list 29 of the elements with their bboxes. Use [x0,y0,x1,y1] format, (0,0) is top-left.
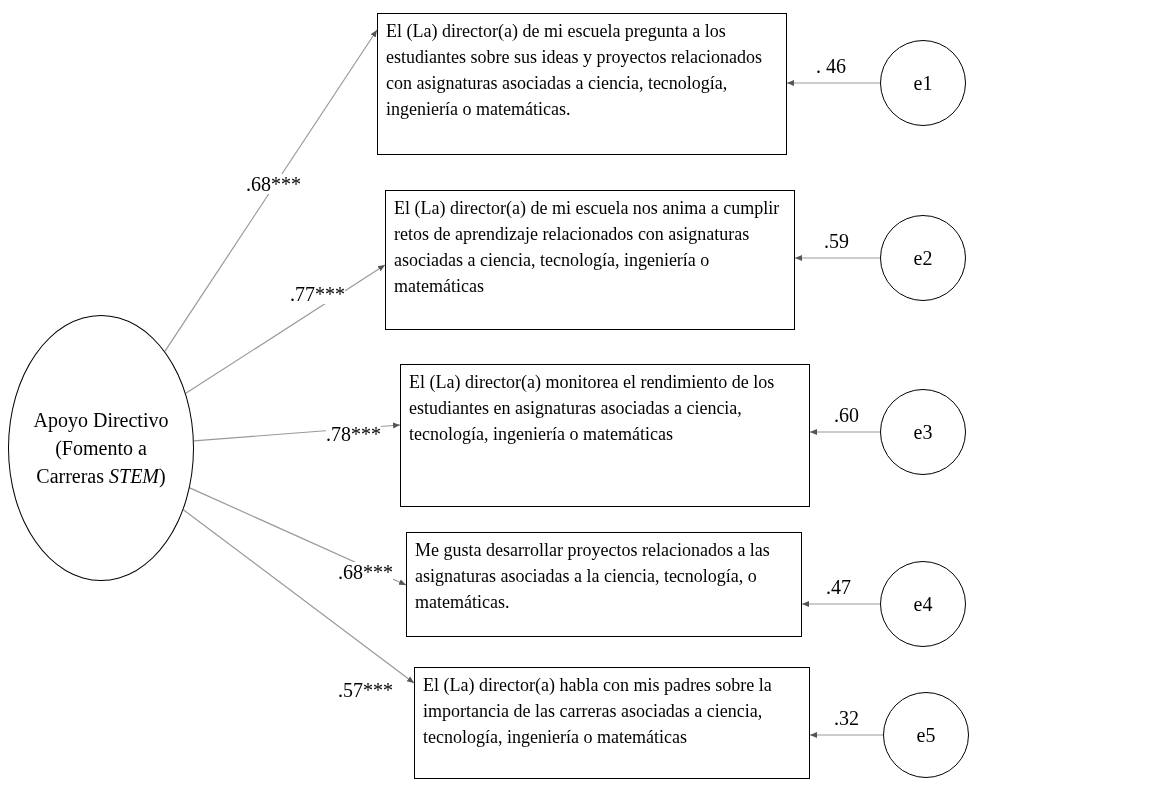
arrow [182,509,415,684]
arrow [794,255,881,261]
edge-label: .59 [824,231,849,251]
edge-label: .32 [834,708,859,728]
latent-variable-ellipse: Apoyo Directivo (Fomento a Carreras STEM) [8,315,194,581]
item-box: El (La) director(a) habla con mis padres sobre la importancia de las carreras asociadas a ciencia, tecnología, ingeniería o matemáticas [414,667,810,779]
edge-label: .78*** [326,424,381,444]
error-term-circle: e5 [883,692,969,778]
error-term-circle: e4 [880,561,966,647]
error-term-circle: e1 [880,40,966,126]
edge-label: .57*** [338,680,393,700]
item-box: El (La) director(a) monitorea el rendimiento de los estudiantes en asignaturas asociadas a ciencia, tecnología, ingeniería o matemáticas [400,364,810,507]
edge-label: .77*** [290,284,345,304]
arrow [164,29,378,352]
error-term-circle: e2 [880,215,966,301]
error-term-circle: e3 [880,389,966,475]
item-box: Me gusta desarrollar proyectos relacionados a las asignaturas asociadas a la ciencia, tecnología, o matemáticas. [406,532,802,637]
edge-label: .60 [834,405,859,425]
item-box: El (La) director(a) de mi escuela nos anima a cumplir retos de aprendizaje relacionados con asignaturas asociadas a ciencia, tecnología, ingeniería o matemáticas [385,190,795,330]
arrow [809,732,884,738]
edge-label: .68*** [338,562,393,582]
arrow [801,601,881,607]
edge-label: .68*** [246,174,301,194]
item-box: El (La) director(a) de mi escuela pregunta a los estudiantes sobre sus ideas y proyectos relacionados con asignaturas asociadas a ciencia, tecnología, ingeniería o matemáticas. [377,13,787,155]
arrow [185,264,386,394]
arrow [809,429,881,435]
edge-label: . 46 [816,56,846,76]
edge-label: .47 [826,577,851,597]
arrow [786,80,881,86]
